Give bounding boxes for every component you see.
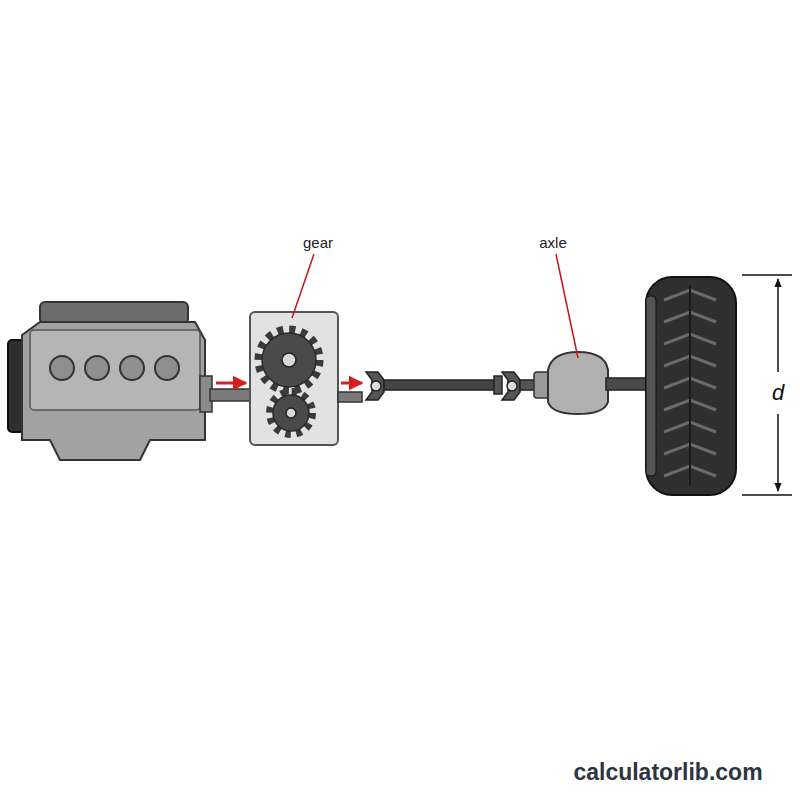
output-shaft: [338, 392, 362, 402]
input-shaft: [210, 389, 252, 401]
power-arrow: [341, 382, 362, 385]
part-label: axle: [537, 235, 569, 252]
gearbox: [250, 312, 338, 445]
diameter-dimension: [742, 275, 792, 495]
watermark: calculatorlib.com: [571, 760, 764, 785]
power-arrow: [216, 382, 246, 385]
wheel: [646, 277, 736, 495]
leader-line: [292, 254, 314, 318]
leader-line: [556, 254, 578, 358]
dimension-label: d: [770, 381, 786, 405]
engine: [8, 302, 212, 460]
part-label: gear: [301, 235, 335, 252]
drive-shaft: [366, 372, 538, 400]
axle-differential: [534, 352, 650, 414]
